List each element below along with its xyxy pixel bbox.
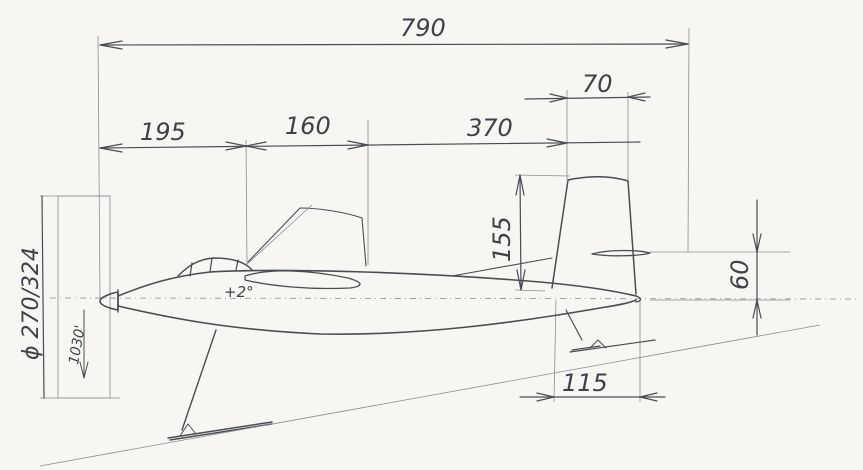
dim-stab-height: 60 bbox=[726, 259, 754, 290]
dimension-lines bbox=[41, 39, 762, 402]
dim-fin-top: 70 bbox=[582, 70, 613, 98]
dim-fin-base: 115 bbox=[562, 369, 608, 397]
dim-prop-diameter: ϕ 270/324 bbox=[19, 247, 44, 360]
dim-nose-to-wing: 195 bbox=[140, 118, 186, 146]
dim-wing-root: 160 bbox=[285, 112, 331, 140]
centerline bbox=[49, 297, 861, 300]
extension-lines bbox=[40, 27, 790, 403]
dim-fin-height: 155 bbox=[488, 216, 516, 262]
fuselage bbox=[39, 176, 821, 467]
propeller-disc bbox=[57, 195, 111, 399]
dim-incidence: +2° bbox=[224, 283, 254, 301]
dim-prop-offset: 1030' bbox=[66, 324, 89, 366]
dim-wing-to-tail: 370 bbox=[467, 114, 513, 142]
dim-overall-length: 790 bbox=[400, 14, 446, 42]
